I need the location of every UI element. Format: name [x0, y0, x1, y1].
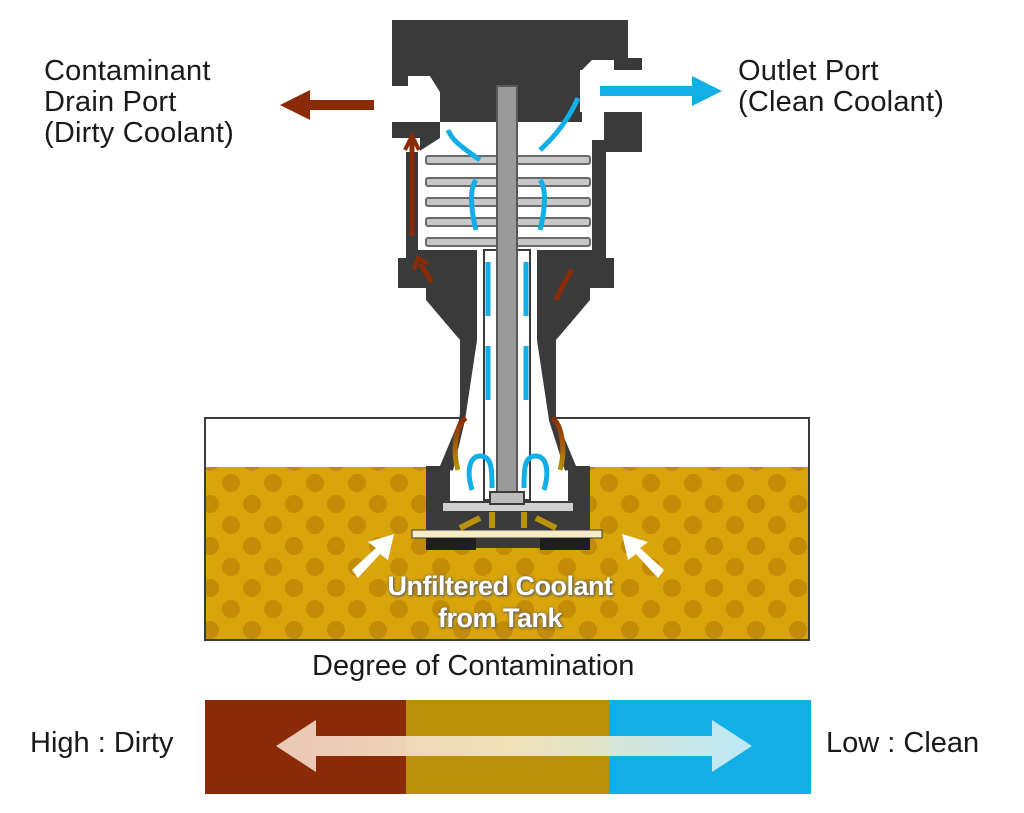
- drain-port-label-line-3: (Dirty Coolant): [44, 117, 234, 149]
- inner-cone-wall-right: [537, 250, 571, 471]
- scale-low-label: Low : Clean: [826, 727, 980, 759]
- drain-port-label-line-2: Drain Port: [44, 86, 177, 118]
- scale-title: Degree of Contamination: [312, 650, 635, 682]
- scale-double-arrow: [276, 720, 752, 772]
- central-shaft: [496, 85, 518, 497]
- flow-arrows-mixed: [452, 356, 566, 471]
- intake-arrow-right: [622, 534, 664, 578]
- flow-arrows-medium: [458, 512, 558, 531]
- drain-port-label-line-1: Contaminant: [44, 55, 211, 87]
- tank-inlet-label-line-1: Unfiltered Coolant: [387, 571, 614, 601]
- base-ring-right: [540, 538, 590, 550]
- impeller-hub: [489, 491, 525, 505]
- outlet-port-label-line-1: Outlet Port: [738, 55, 879, 87]
- separator-body: [374, 20, 642, 550]
- tank-inlet-label: Unfiltered Coolant from Tank: [360, 570, 640, 634]
- intake-arrow-left: [352, 534, 394, 578]
- tank-inlet-label-line-2: from Tank: [437, 603, 563, 633]
- outlet-port-label-line-2: (Clean Coolant): [738, 86, 945, 118]
- intake-plate: [411, 529, 603, 539]
- drain-port-opening: [374, 86, 438, 122]
- drain-port-arrow: [280, 90, 374, 120]
- flow-arrows-clean: [445, 97, 581, 491]
- drain-port-label: Contaminant Drain Port (Dirty Coolant): [44, 56, 234, 149]
- scale-high-label: High : Dirty: [30, 727, 174, 759]
- housing-top-cap: [430, 76, 582, 122]
- outlet-port-arrow: [600, 76, 722, 106]
- base-ring-left: [426, 538, 476, 550]
- outlet-port-label: Outlet Port (Clean Coolant): [738, 56, 944, 118]
- contamination-scale: [205, 700, 811, 794]
- flow-arrows-dirty: [403, 131, 575, 301]
